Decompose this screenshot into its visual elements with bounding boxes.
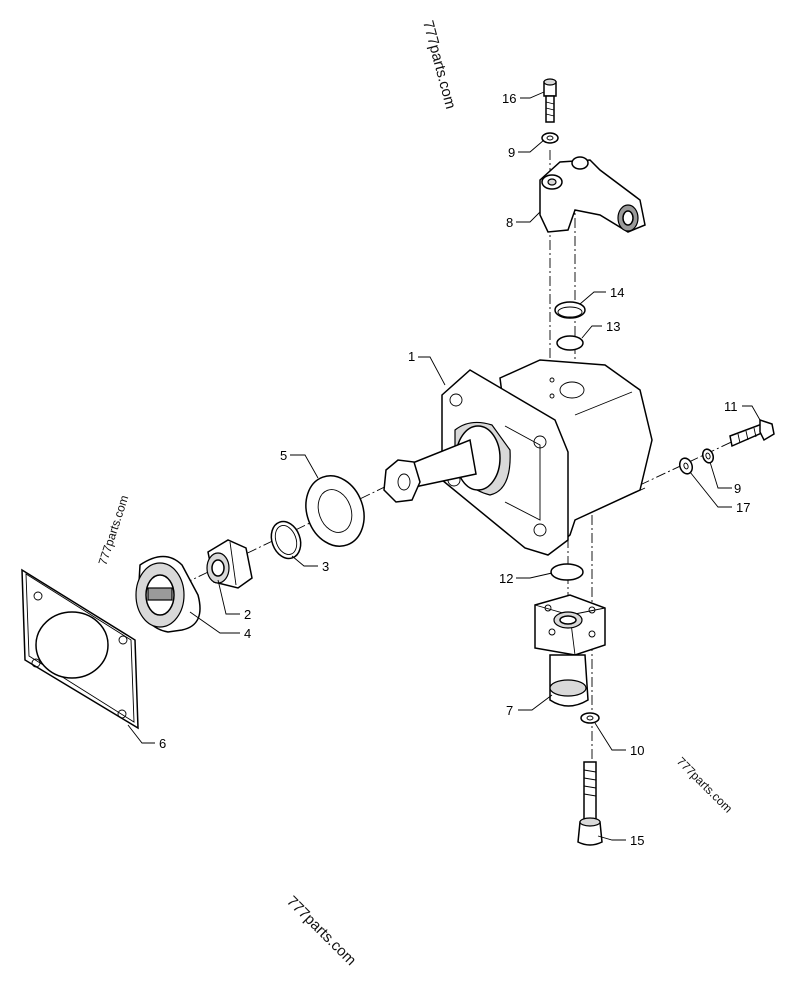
callout-9-right: 9	[734, 481, 741, 496]
callout-17: 17	[736, 500, 750, 515]
callout-3: 3	[322, 559, 329, 574]
assembly-axes	[149, 150, 741, 840]
callout-5: 5	[280, 448, 287, 463]
part-9-washer-right	[701, 448, 715, 464]
callout-14: 14	[610, 285, 624, 300]
callout-8: 8	[506, 215, 513, 230]
leader-lines	[127, 91, 761, 841]
part-10-washer	[580, 712, 600, 724]
part-5-washer	[305, 475, 365, 547]
callout-7: 7	[506, 703, 513, 718]
watermark-bottom: 777parts.com	[283, 893, 359, 969]
part-12-o-ring	[550, 563, 584, 581]
callout-9-top: 9	[508, 145, 515, 160]
watermark-left: 777parts.com	[96, 493, 132, 566]
callout-11: 11	[724, 399, 738, 414]
part-11-bolt	[729, 418, 775, 448]
part-13-o-ring	[556, 335, 584, 351]
part-2-coupling	[206, 539, 253, 589]
watermark-right: 777parts.com	[674, 754, 735, 815]
part-14-ring	[554, 301, 586, 319]
callout-6: 6	[159, 736, 166, 751]
part-3-snap-ring	[270, 520, 302, 560]
part-17-washer	[678, 457, 694, 475]
part-7-flange	[534, 594, 606, 707]
part-16-bolt	[543, 78, 557, 123]
part-4-bearing	[135, 555, 201, 633]
part-9-washer-top	[541, 132, 559, 144]
callout-2: 2	[244, 607, 251, 622]
watermark-top: 777parts.com	[419, 19, 459, 111]
callout-10: 10	[630, 743, 644, 758]
callout-labels: 1 2 3 4 5 6 7 8 9 9 10 11 12 13 14 15 16…	[159, 91, 750, 848]
callout-1: 1	[408, 349, 415, 364]
callout-16: 16	[502, 91, 516, 106]
callout-4: 4	[244, 626, 251, 641]
part-1-housing	[383, 359, 653, 556]
callout-15: 15	[630, 833, 644, 848]
callout-13: 13	[606, 319, 620, 334]
part-15-bolt	[577, 761, 603, 846]
part-8-fitting	[539, 156, 646, 233]
part-6-gasket	[21, 568, 139, 730]
callout-12: 12	[499, 571, 513, 586]
